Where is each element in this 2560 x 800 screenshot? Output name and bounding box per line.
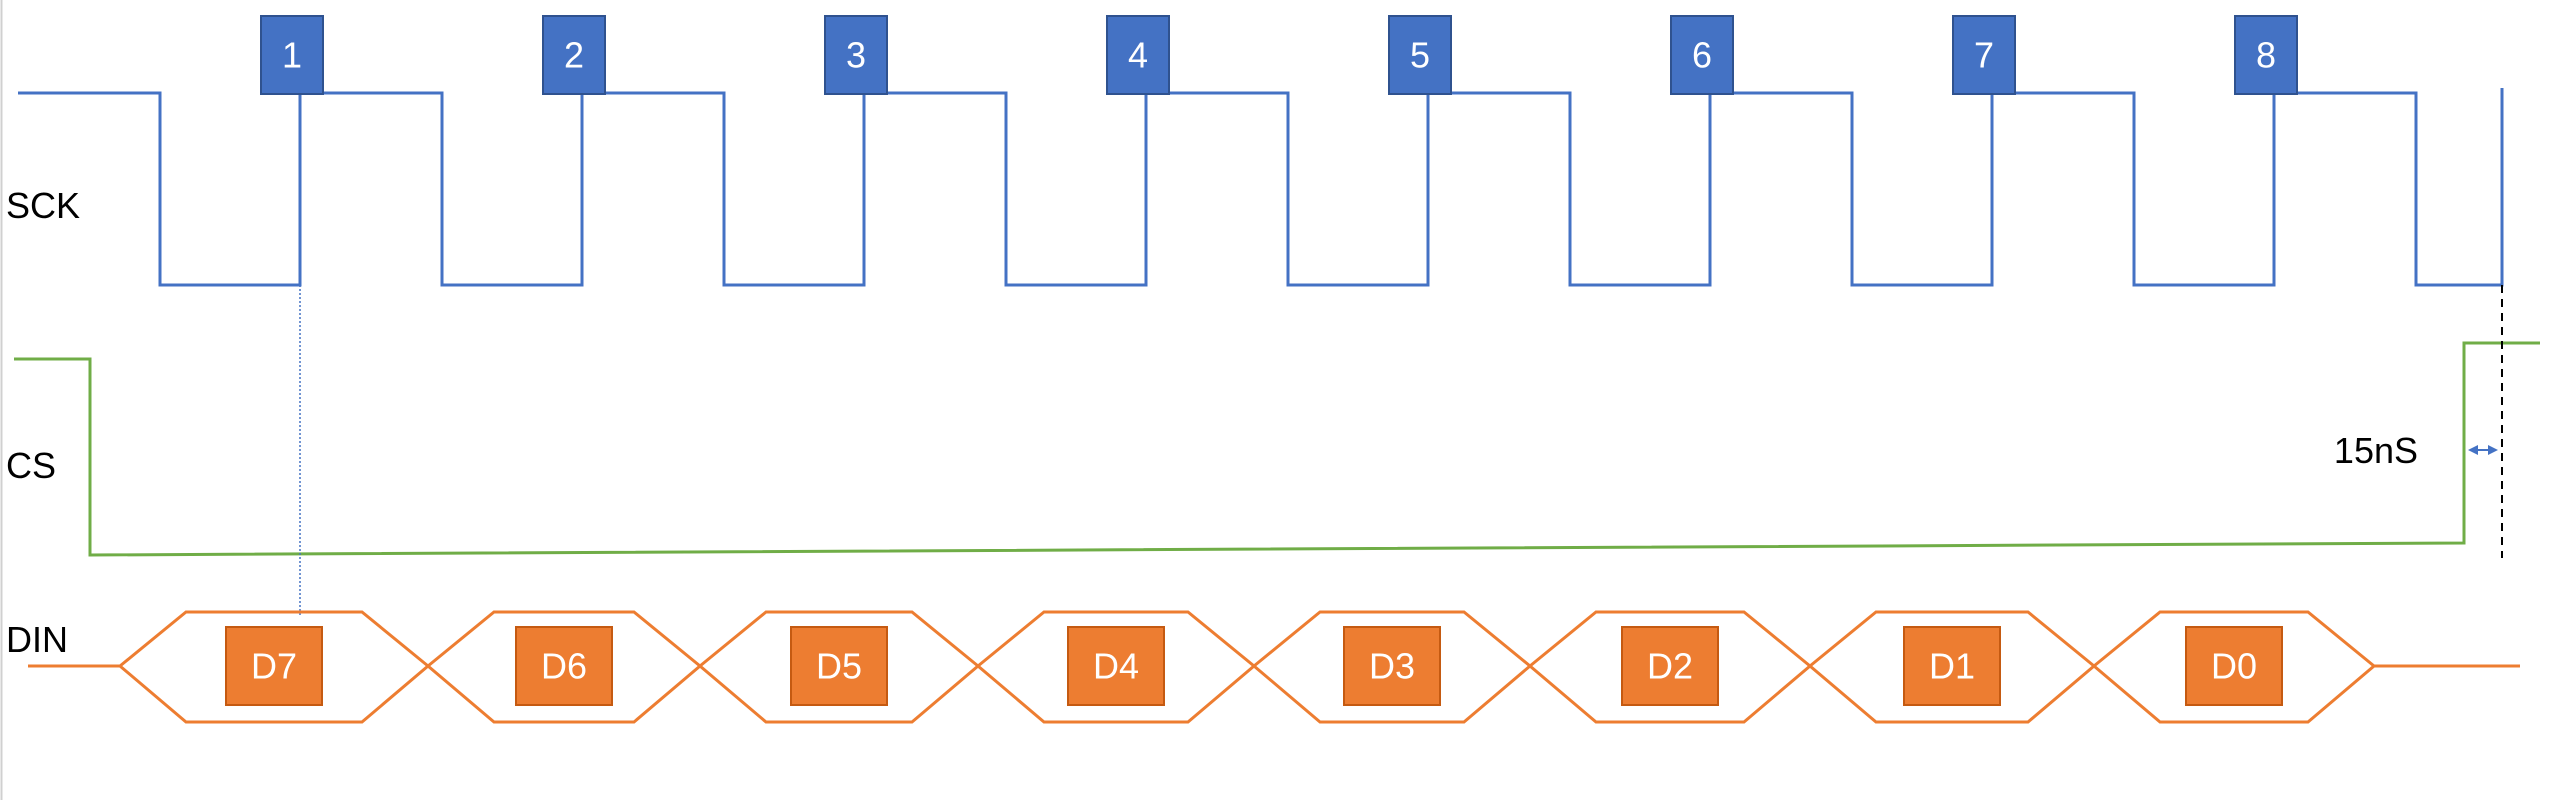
clock-pulse-box-5: 5 [1388, 15, 1452, 95]
data-bit-box-D3: D3 [1343, 626, 1441, 706]
clock-pulse-number: 3 [846, 35, 866, 76]
data-bit-labels: D7 D6 D5 D4 D3 D2 D1 D0 [225, 626, 2283, 706]
sck-label: SCK [6, 185, 80, 226]
clock-pulse-box-8: 8 [2234, 15, 2298, 95]
data-bit-label: D7 [251, 646, 297, 687]
data-bit-label: D5 [816, 646, 862, 687]
clock-pulse-box-6: 6 [1670, 15, 1734, 95]
clock-pulse-number: 5 [1410, 35, 1430, 76]
clock-pulse-labels: 1 2 3 4 5 6 7 8 [260, 15, 2298, 95]
din-label: DIN [6, 619, 68, 660]
data-bit-label: D2 [1647, 646, 1693, 687]
data-bit-label: D6 [541, 646, 587, 687]
clock-pulse-box-1: 1 [260, 15, 324, 95]
clock-pulse-number: 1 [282, 35, 302, 76]
data-bit-box-D6: D6 [515, 626, 613, 706]
data-bit-box-D0: D0 [2185, 626, 2283, 706]
data-bit-label: D4 [1093, 646, 1139, 687]
clock-pulse-number: 4 [1128, 35, 1148, 76]
data-bit-label: D3 [1369, 646, 1415, 687]
data-bit-label: D1 [1929, 646, 1975, 687]
data-bit-box-D5: D5 [790, 626, 888, 706]
cs-label: CS [6, 445, 56, 486]
clock-pulse-box-2: 2 [542, 15, 606, 95]
data-bit-box-D1: D1 [1903, 626, 2001, 706]
cs-waveform [14, 341, 2540, 557]
sck-waveform [18, 88, 2504, 287]
clock-pulse-number: 2 [564, 35, 584, 76]
clock-pulse-number: 7 [1974, 35, 1994, 76]
clock-pulse-number: 8 [2256, 35, 2276, 76]
din-waveform [28, 610, 2520, 724]
clock-pulse-box-4: 4 [1106, 15, 1170, 95]
clock-pulse-box-3: 3 [824, 15, 888, 95]
clock-pulse-number: 6 [1692, 35, 1712, 76]
timing-note: 15nS [2334, 430, 2418, 471]
data-bit-label: D0 [2211, 646, 2257, 687]
data-bit-box-D4: D4 [1067, 626, 1165, 706]
data-bit-box-D7: D7 [225, 626, 323, 706]
data-bit-box-D2: D2 [1621, 626, 1719, 706]
timing-arrow [2468, 445, 2498, 455]
clock-pulse-box-7: 7 [1952, 15, 2016, 95]
